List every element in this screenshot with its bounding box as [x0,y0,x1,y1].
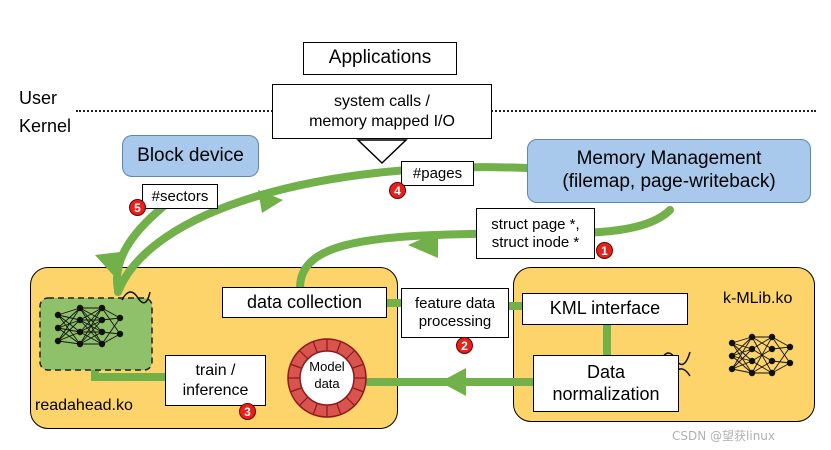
norm-line2: normalization [552,383,660,404]
kml-interface-box: KML interface [522,293,688,325]
struct-line2: struct inode * [491,233,580,251]
syscalls-box: system calls / memory mapped I/O [272,84,492,139]
flow-collection-to-kml [383,299,526,310]
data-normalization-box: Data normalization [533,355,679,412]
memory-management-box: Memory Management (filemap, page-writeba… [527,139,811,203]
readahead-module-name: readahead.ko [35,397,133,414]
watermark: CSDN @望获linux [672,429,776,443]
train-inference-box: train / inference [165,355,266,406]
struct-tag: struct page *, struct inode * [476,208,595,259]
syscalls-line1: system calls / [333,93,430,111]
train-line1: train / [195,362,236,380]
block-device-box: Block device [122,135,259,177]
badge-2: 2 [456,337,473,354]
nn-icon-right [731,336,791,374]
syscall-down-arrow [356,139,408,165]
squiggle-icon-left [121,291,151,304]
norm-line1: Data [586,361,626,382]
syscalls-line2: memory mapped I/O [309,112,455,130]
badge-1: 1 [596,242,613,259]
memory-management-line1: Memory Management [576,148,762,170]
user-label: User [19,88,58,108]
badge-3: 3 [239,403,256,420]
arrow-head-left-2 [440,368,466,396]
model-line1: Model [309,359,345,374]
pages-tag: #pages [401,161,474,186]
applications-box: Applications [303,42,457,75]
model-data-label: Model data [297,359,357,393]
badge-5: 5 [129,199,146,216]
badge-4: 4 [389,182,406,199]
arrow-head-right [258,190,283,213]
kml-module-name: k-MLib.ko [723,290,793,307]
feature-processing-tag: feature data processing [401,288,509,338]
feature-line1: feature data [414,295,496,312]
flow-mm-to-readahead [296,206,674,292]
kernel-label: Kernel [19,116,72,136]
struct-line1: struct page *, [491,215,580,233]
nn-icon-left [57,307,121,345]
data-collection-box: data collection [222,287,387,318]
arrow-head-block [95,252,120,275]
sectors-tag: #sectors [142,184,218,209]
memory-management-line2: (filemap, page-writeback) [562,171,776,192]
feature-line2: processing [418,313,492,330]
model-line2: data [314,375,340,391]
train-line2: inference [182,381,249,399]
arrow-head-left-1 [408,232,438,258]
